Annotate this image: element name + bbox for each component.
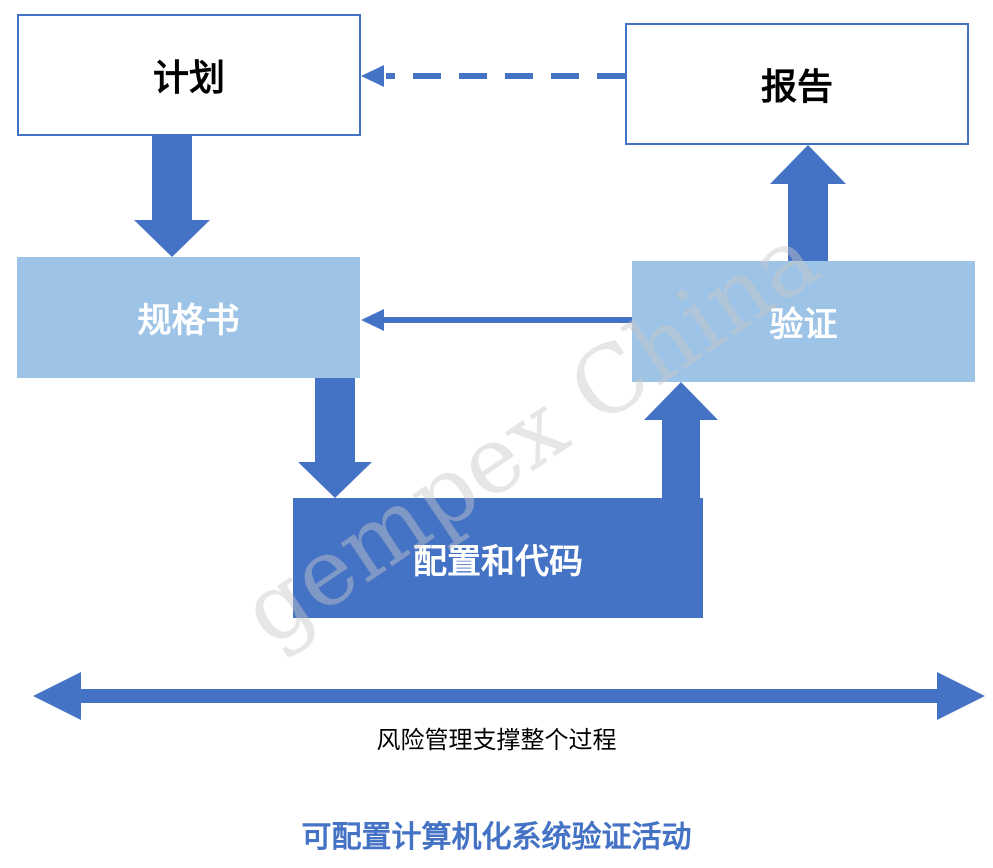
plan-to-spec-arrow — [134, 136, 210, 257]
verify-to-spec-arrowhead — [361, 309, 384, 331]
specification-label: 规格书 — [137, 301, 240, 341]
verification-box: 验证 — [632, 261, 975, 382]
risk-arrowhead-right — [937, 672, 985, 720]
plan-label: 计划 — [152, 58, 225, 99]
report-box: 报告 — [625, 23, 969, 145]
diagram-title: 可配置计算机化系统验证活动 — [301, 820, 692, 855]
risk-management-caption: 风险管理支撑整个过程 — [376, 726, 617, 754]
spec-to-config-arrow — [298, 378, 372, 498]
configuration-code-box: 配置和代码 — [293, 498, 703, 618]
verify-to-report-arrow — [770, 145, 846, 261]
verification-label: 验证 — [769, 305, 838, 345]
configuration-code-label: 配置和代码 — [413, 541, 583, 582]
risk-arrowhead-left — [33, 672, 81, 720]
report-label: 报告 — [760, 67, 833, 108]
config-to-verify-arrow — [644, 382, 718, 498]
specification-box: 规格书 — [17, 257, 360, 378]
plan-box: 计划 — [17, 14, 361, 136]
report-to-plan-arrowhead — [361, 65, 384, 87]
